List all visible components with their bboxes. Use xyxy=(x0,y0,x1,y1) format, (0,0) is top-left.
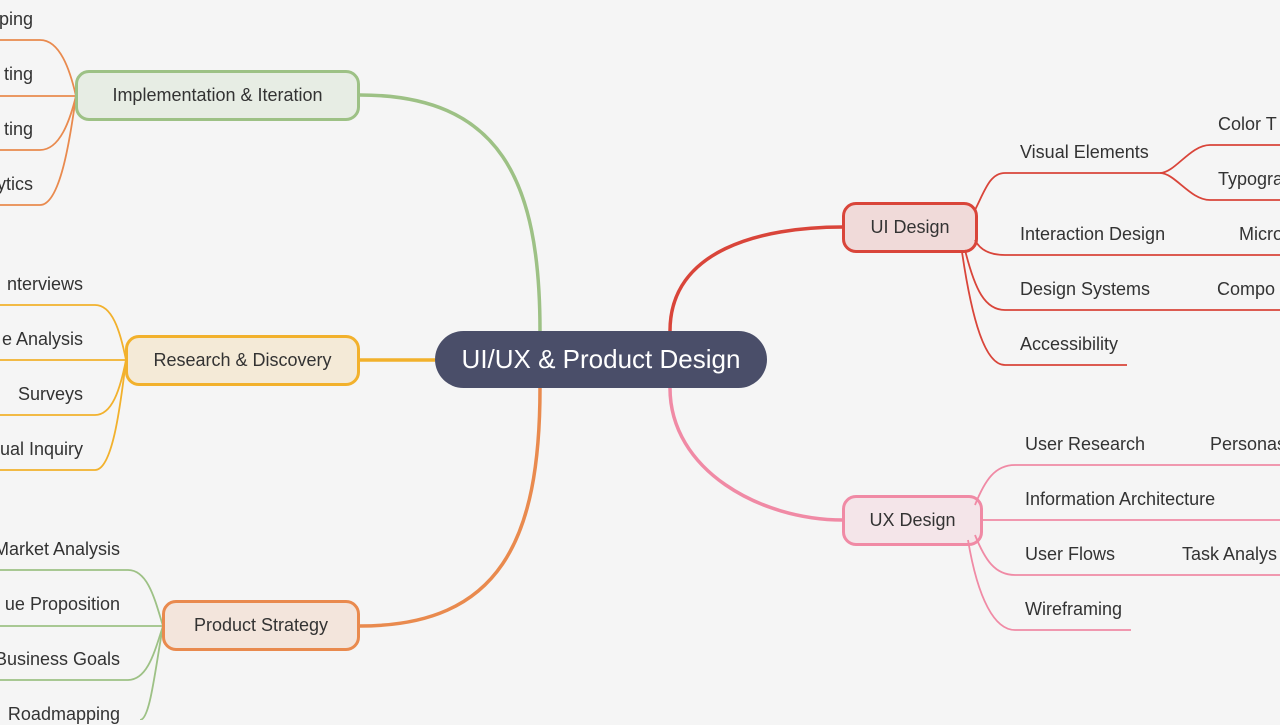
strategy-children-lines xyxy=(0,569,164,720)
branch-ui-design[interactable]: UI Design xyxy=(842,202,978,253)
connector-root-implementation xyxy=(359,93,542,332)
ux-child-user-research[interactable]: User Research xyxy=(1025,434,1146,454)
ux-children-lines xyxy=(967,464,1280,631)
ui-grandchild-typography[interactable]: Typogra xyxy=(1218,169,1280,189)
ui-child-design-systems[interactable]: Design Systems xyxy=(1020,279,1151,299)
strategy-child-value-proposition[interactable]: ue Proposition xyxy=(4,594,120,614)
ui-child-accessibility[interactable]: Accessibility xyxy=(1020,334,1119,354)
impl-child-2[interactable]: ting xyxy=(3,64,33,84)
branch-ux-design[interactable]: UX Design xyxy=(842,495,983,546)
research-child-analysis[interactable]: e Analysis xyxy=(1,329,83,349)
ux-child-wireframing[interactable]: Wireframing xyxy=(1025,599,1123,619)
research-child-inquiry[interactable]: ual Inquiry xyxy=(0,439,83,459)
research-child-surveys[interactable]: Surveys xyxy=(17,384,83,404)
ux-child-user-flows[interactable]: User Flows xyxy=(1025,544,1116,564)
connector-root-strategy xyxy=(359,387,542,628)
impl-child-4[interactable]: ytics xyxy=(0,174,33,194)
branch-implementation-iteration[interactable]: Implementation & Iteration xyxy=(75,70,360,121)
ux-grandchild-personas[interactable]: Personas xyxy=(1210,434,1280,454)
impl-child-1[interactable]: ping xyxy=(0,9,33,29)
research-children-lines xyxy=(0,304,127,471)
branch-research-discovery[interactable]: Research & Discovery xyxy=(125,335,360,386)
ux-grandchild-task-analysis[interactable]: Task Analys xyxy=(1182,544,1278,564)
strategy-child-business-goals[interactable]: Business Goals xyxy=(0,649,120,669)
branch-product-strategy[interactable]: Product Strategy xyxy=(162,600,360,651)
ui-child-interaction-design[interactable]: Interaction Design xyxy=(1020,224,1166,244)
ui-grandchild-components[interactable]: Compo xyxy=(1217,279,1276,299)
strategy-child-roadmapping[interactable]: Roadmapping xyxy=(7,704,120,724)
ux-child-information-architecture[interactable]: Information Architecture xyxy=(1025,489,1216,509)
root-node[interactable]: UI/UX & Product Design xyxy=(435,331,767,388)
research-child-interviews[interactable]: nterviews xyxy=(6,274,83,294)
ui-child-visual-elements[interactable]: Visual Elements xyxy=(1020,142,1149,162)
connector-root-ui xyxy=(668,225,844,332)
ui-grandchild-color[interactable]: Color T xyxy=(1218,114,1277,134)
impl-child-3[interactable]: ting xyxy=(3,119,33,139)
strategy-child-market-analysis[interactable]: Market Analysis xyxy=(0,539,120,559)
connector-root-ux xyxy=(668,387,844,522)
ui-grandchild-micro[interactable]: Micro xyxy=(1239,224,1280,244)
implementation-children-lines xyxy=(0,39,77,206)
